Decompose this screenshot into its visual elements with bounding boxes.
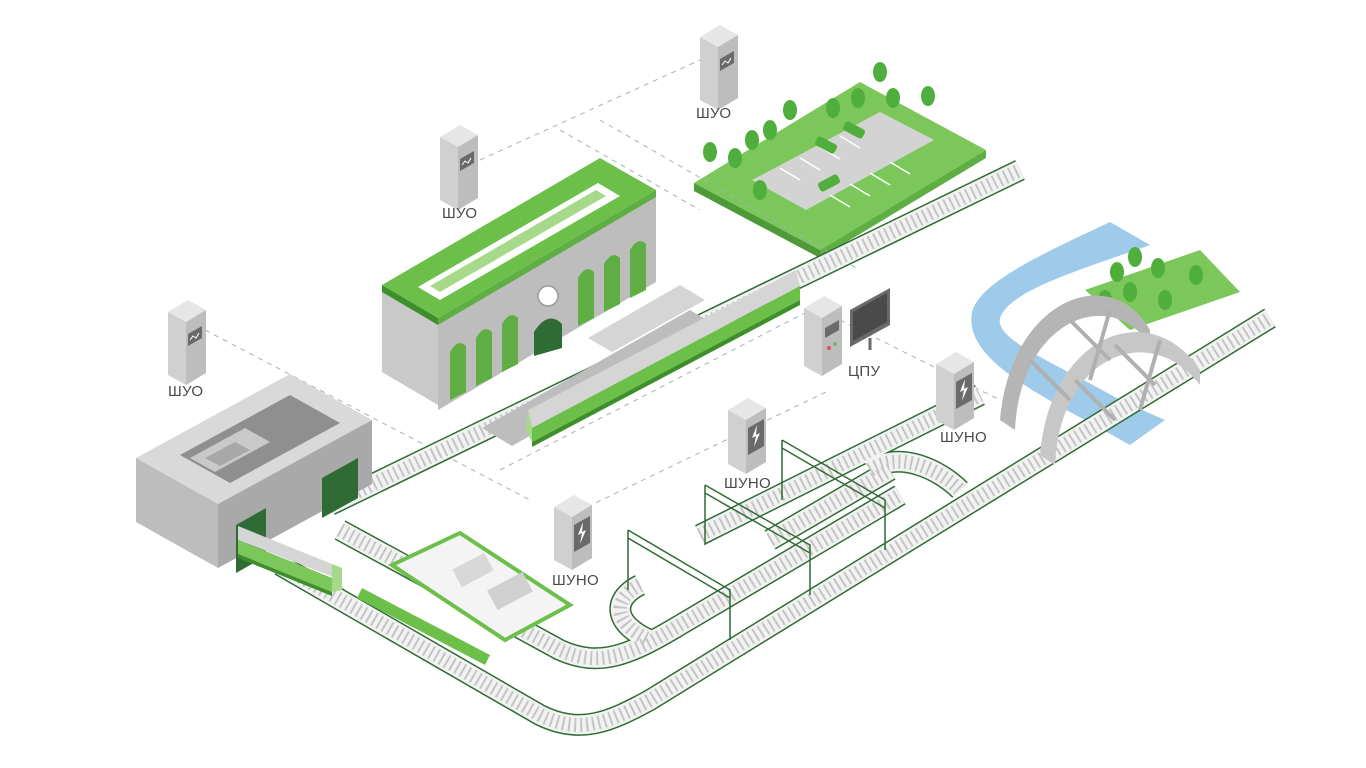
cabinet-shuo-depot[interactable]: ШУО xyxy=(168,300,206,400)
cabinet-shuo-top[interactable]: ШУО xyxy=(696,25,738,122)
cabinet-shuno-mid[interactable]: ШУНО xyxy=(724,398,771,492)
meter-icon xyxy=(720,51,734,71)
clock-icon xyxy=(537,285,559,307)
parking-lot xyxy=(694,62,1203,310)
station-building xyxy=(382,158,656,410)
meter-icon xyxy=(188,326,202,346)
lightning-icon xyxy=(574,516,590,552)
lightning-icon xyxy=(748,419,764,455)
substation-yard xyxy=(357,530,574,665)
car-icon xyxy=(814,121,866,192)
cabinet-shuno-bottom[interactable]: ШУНО xyxy=(552,495,599,589)
lightning-icon xyxy=(956,373,972,409)
depot-train xyxy=(238,526,342,596)
monitor-icon xyxy=(850,288,890,350)
meter-icon xyxy=(460,151,474,171)
cabinet-label: ШУНО xyxy=(940,429,987,446)
cabinet-label: ЦПУ xyxy=(848,363,880,380)
control-panel-icon xyxy=(825,320,839,350)
cabinet-shuo-station[interactable]: ШУО xyxy=(440,125,478,222)
river xyxy=(971,222,1165,445)
cabinet-label: ШУО xyxy=(442,205,477,222)
arch-bridge xyxy=(1000,295,1200,465)
cabinet-label: ШУНО xyxy=(552,572,599,589)
cabinet-cpu[interactable]: ЦПУ xyxy=(804,296,880,380)
cabinets: ШУО ШУО ШУО xyxy=(168,25,987,589)
cabinet-label: ШУО xyxy=(696,105,731,122)
cabinet-shuno-right[interactable]: ШУНО xyxy=(936,352,987,446)
catenary-gantries xyxy=(627,439,886,640)
connection-lines xyxy=(204,59,1001,521)
station-train xyxy=(526,270,800,447)
cabinet-label: ШУО xyxy=(168,383,203,400)
depot-building xyxy=(136,374,372,573)
cabinet-label: ШУНО xyxy=(724,475,771,492)
